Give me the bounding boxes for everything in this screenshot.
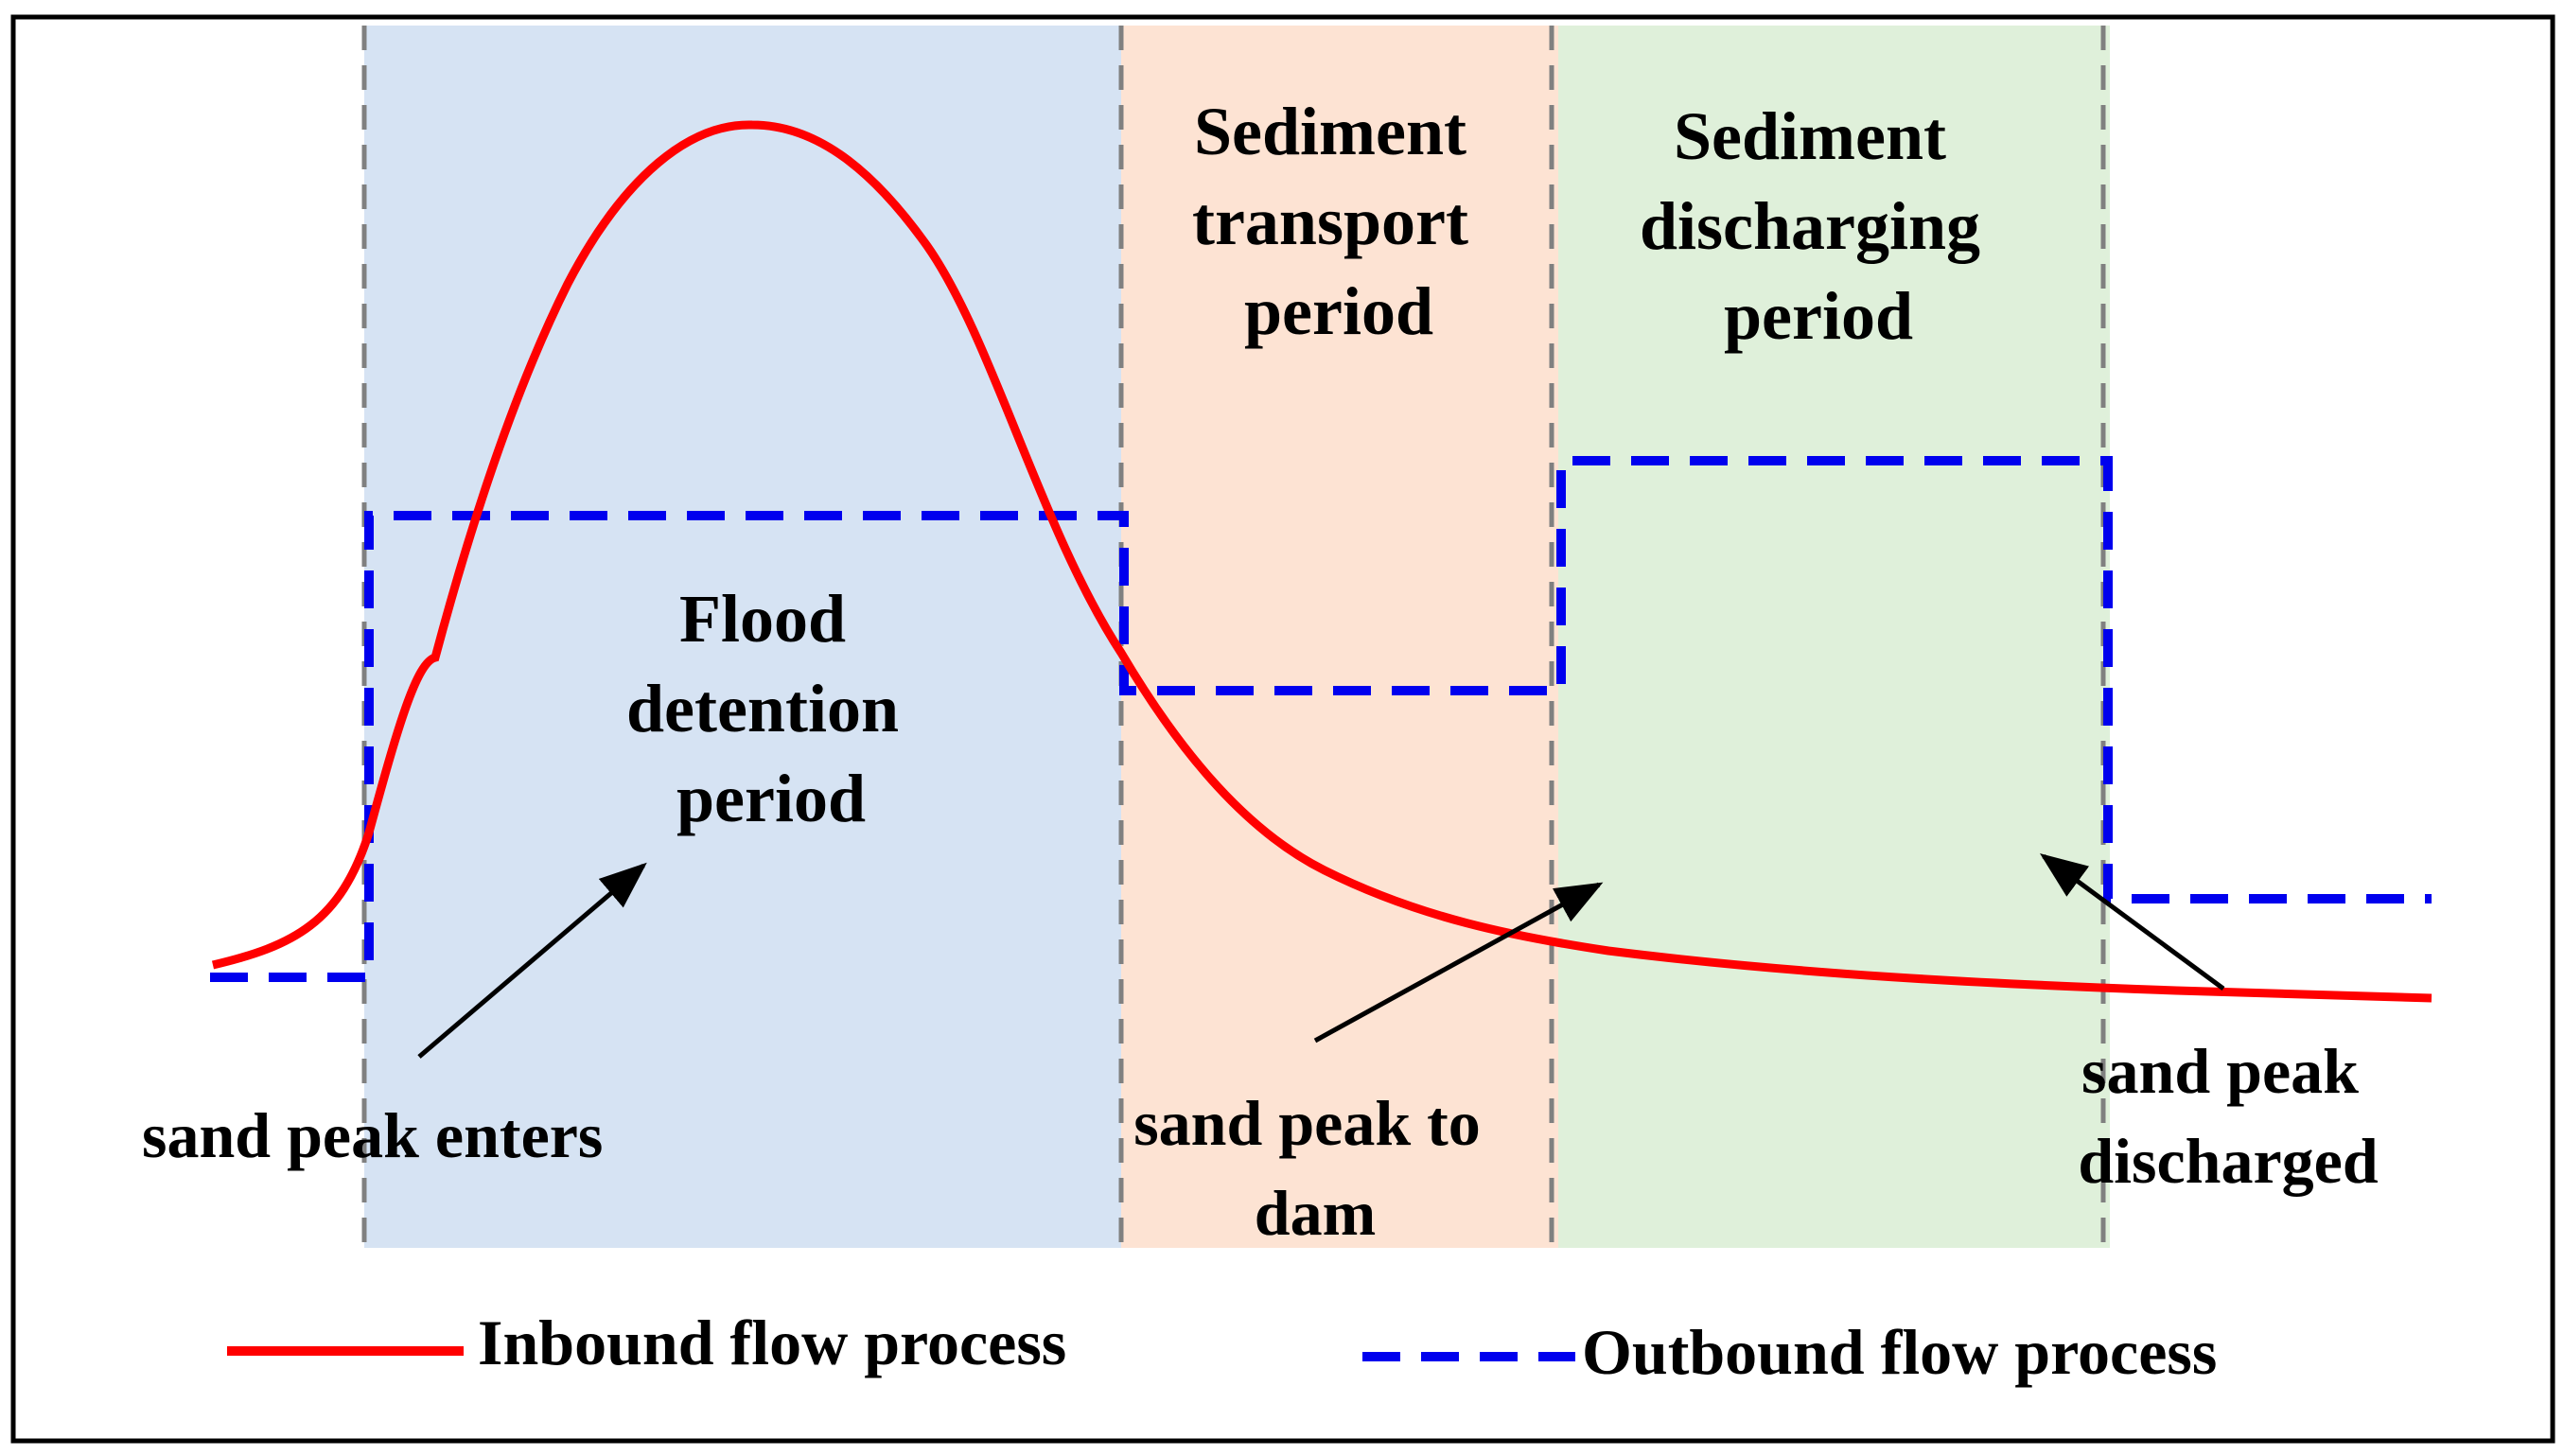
svg-text:Sediment discharging p: Sediment discharging period [1640,98,1997,354]
inbound-flow-line [211,120,2432,1003]
svg-text:Sediment transport per: Sediment transport period [1192,94,1485,349]
sediment-transport-label-3: period [1244,273,1433,349]
sediment-discharging-label-2: discharging [1640,188,1980,264]
sand-peak-to-dam-arrow [1313,882,1604,1044]
sand-peak-to-dam-label-2: dam [1255,1177,1376,1249]
legend-inbound-label: Inbound flow process [478,1307,1066,1378]
flood-detention-label-2: detention [626,671,899,746]
sand-peak-discharged-arrow [2039,853,2225,991]
sand-peak-discharged-label-1: sand peak [2081,1035,2359,1107]
flood-detention-label-1: Flood [679,581,846,657]
legend-outbound-label: Outbound flow process [1582,1316,2217,1388]
svg-text:sand peak discharged: sand peak discharged [2078,1035,2379,1197]
flood-detention-label-3: period [676,761,866,836]
sand-peak-enters-label: sand peak enters [142,1099,603,1171]
sediment-discharging-label-1: Sediment [1674,98,1946,174]
sediment-discharging-label-3: period [1724,278,1913,354]
sand-peak-discharged-label-2: discharged [2078,1125,2379,1197]
sand-peak-enters-arrow [417,862,647,1059]
flood-detention-region [364,26,1121,1248]
sediment-transport-label-1: Sediment [1194,94,1466,169]
svg-text:sand peak to dam: sand peak to dam [1133,1087,1497,1249]
sediment-discharging-region [1558,26,2110,1248]
sediment-transport-label-2: transport [1192,184,1468,259]
sand-peak-to-dam-label-1: sand peak to [1133,1087,1481,1159]
svg-text:Flood detention period: Flood detention period [626,581,916,836]
sediment-transport-region [1121,26,1558,1248]
outbound-flow-line [210,456,2432,982]
